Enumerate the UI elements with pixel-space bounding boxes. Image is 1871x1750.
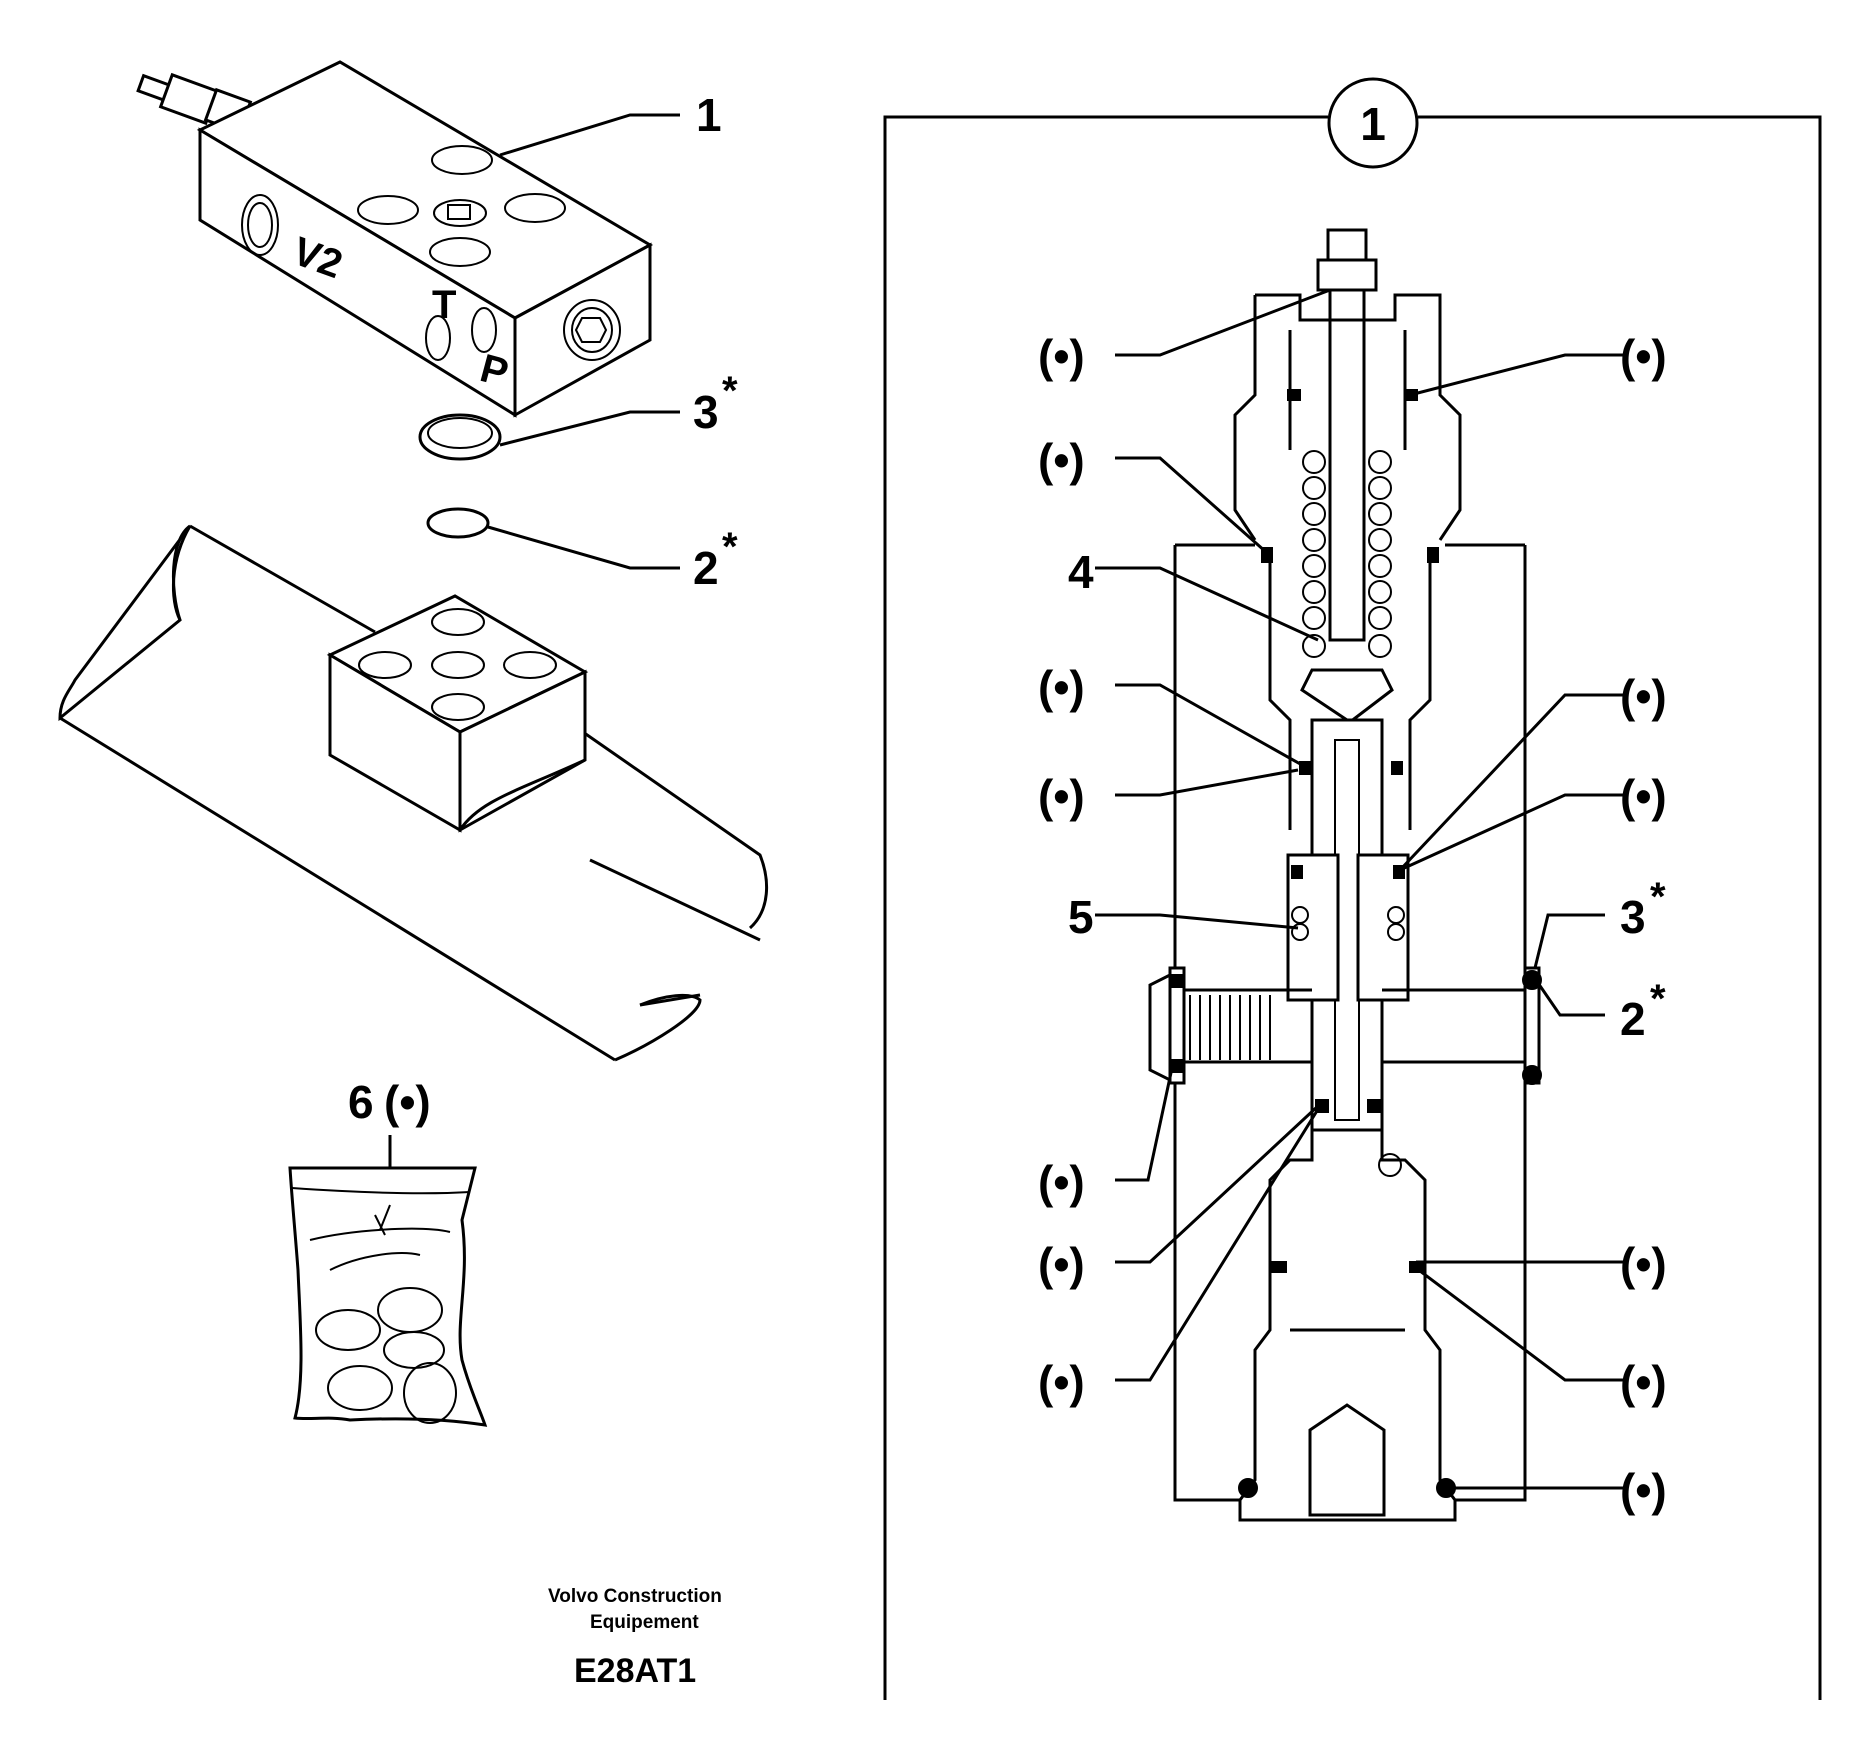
section-detail-frame: 1 — [883, 77, 1822, 1700]
detail-seal-labels: (•) (•) (•) (•) (•) (•) (•) (•) (•) (•) … — [1038, 330, 1667, 1516]
callout-3: 3 — [693, 386, 719, 438]
company-name-line1: Volvo Construction — [548, 1586, 722, 1607]
callout-6: 6 — [348, 1076, 374, 1128]
left-leader-lines — [388, 113, 680, 1168]
valve-block-illustration: V2 T P — [136, 60, 654, 418]
seal-marker-mid-left-1: (•) — [1038, 661, 1085, 713]
callout-1: 1 — [696, 89, 722, 141]
drawing-code: E28AT1 — [574, 1652, 696, 1690]
detail-callout-3-star: * — [1650, 875, 1666, 919]
detail-leader-lines — [1095, 288, 1625, 1490]
seal-marker-upper-left: (•) — [1038, 434, 1085, 486]
callout-6-marker: (•) — [384, 1076, 431, 1128]
callout-2-star: * — [722, 525, 738, 569]
detail-callout-5: 5 — [1068, 891, 1094, 943]
seal-marker-mid-left-2: (•) — [1038, 770, 1085, 822]
detail-callout-2-star: * — [1650, 977, 1666, 1021]
seal-marker-top-left: (•) — [1038, 330, 1085, 382]
pipe-with-mounting-pad — [58, 524, 769, 1062]
cartridge-section-drawing — [1148, 228, 1542, 1522]
detail-circle-label: 1 — [1360, 98, 1386, 150]
thread-lines — [1189, 995, 1271, 1060]
seal-kit-bag: 6 (•) — [288, 1076, 488, 1427]
seal-marker-mid-right-1: (•) — [1620, 670, 1667, 722]
detail-callout-4: 4 — [1068, 546, 1094, 598]
spring-coils — [1302, 450, 1392, 658]
seal-marker-bottom-right: (•) — [1620, 1464, 1667, 1516]
detail-callout-2: 2 — [1620, 993, 1646, 1045]
seal-ring-3 — [418, 413, 502, 461]
callout-3-star: * — [722, 369, 738, 413]
seal-marker-lower-left-2: (•) — [1038, 1238, 1085, 1290]
seal-marker-lower-left-3: (•) — [1038, 1356, 1085, 1408]
callout-2: 2 — [693, 542, 719, 594]
seal-marker-lower-right-1: (•) — [1620, 1238, 1667, 1290]
seal-marker-lower-right-2: (•) — [1620, 1356, 1667, 1408]
o-ring-2 — [426, 507, 490, 539]
port-label-t: T — [432, 283, 456, 327]
seal-marker-top-right: (•) — [1620, 330, 1667, 382]
seal-marker-lower-left-1: (•) — [1038, 1156, 1085, 1208]
seal-marker-mid-right-2: (•) — [1620, 770, 1667, 822]
company-name-line2: Equipement — [590, 1612, 699, 1633]
detail-callout-3: 3 — [1620, 891, 1646, 943]
